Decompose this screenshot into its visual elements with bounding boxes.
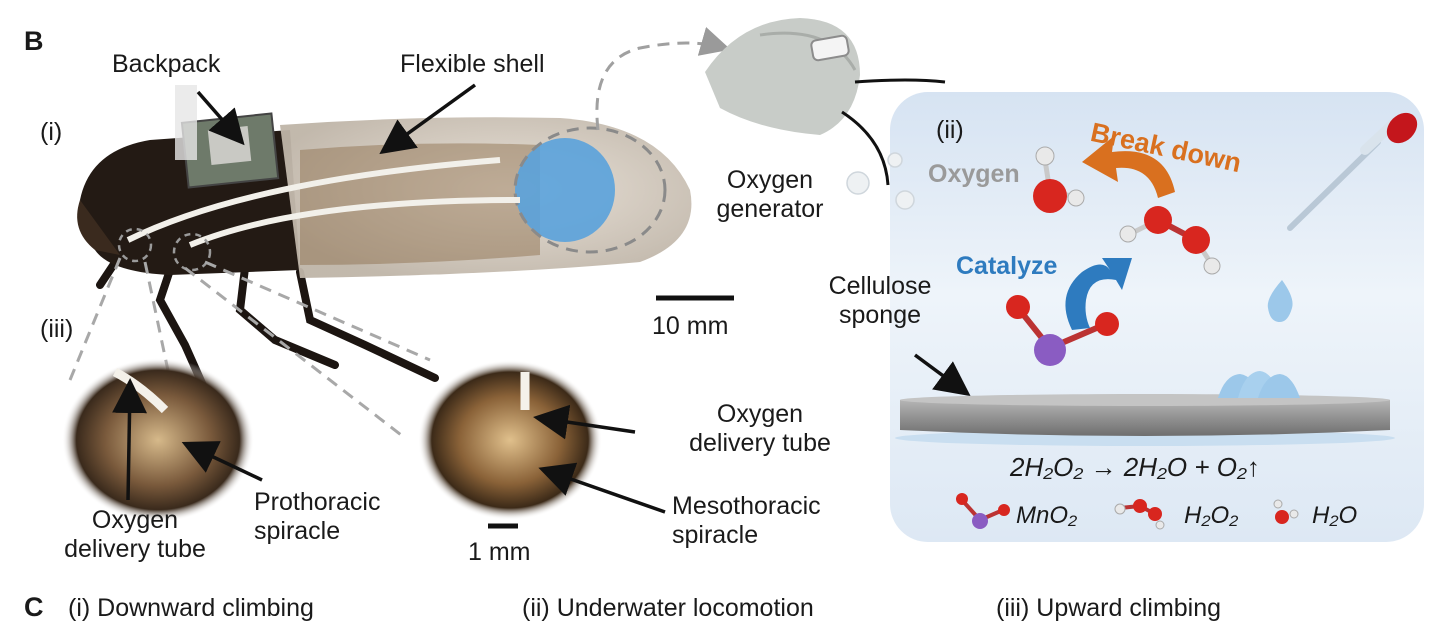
label-oxygen-delivery-tube-left: Oxygen delivery tube (50, 506, 220, 564)
legend-h2o2-icon (1114, 499, 1165, 530)
label-roman-ii: (ii) (936, 116, 964, 144)
label-prothoracic-spiracle: Prothoracic spiracle (254, 488, 380, 546)
label-oxygen-generator-line1: Oxygen (726, 166, 814, 194)
label-odt-left-line2: delivery tube (64, 535, 206, 563)
closeup-mesothoracic-photo (418, 360, 602, 520)
reaction-equation: 2H₂O₂ → 2H₂O + O₂↑ (1010, 452, 1260, 482)
panel-letter-b: B (24, 26, 44, 56)
caption-upward-climbing: (iii) Upward climbing (996, 594, 1222, 622)
pointer-arrows (112, 83, 971, 514)
cellulose-sponge (895, 371, 1395, 446)
pipette-icon (1287, 112, 1418, 231)
h2o2-molecule (1119, 206, 1221, 275)
label-backpack: Backpack (112, 50, 221, 78)
closeup-prothoracic-photo (62, 358, 254, 522)
legend-mno2-label: MnO₂ (1016, 502, 1078, 529)
label-catalyze: Catalyze (956, 252, 1058, 280)
label-cellulose-line1: Cellulose (828, 272, 932, 300)
label-odt-right-line2: delivery tube (689, 429, 831, 457)
legend-mno2-icon (956, 493, 1010, 529)
water-drop-icon (1267, 280, 1293, 322)
label-mesothoracic-line1: Mesothoracic (672, 492, 821, 520)
label-roman-iii: (iii) (40, 315, 74, 343)
label-roman-i: (i) (40, 118, 63, 146)
label-prothoracic-line1: Prothoracic (254, 488, 381, 516)
label-scale-1mm: 1 mm (468, 538, 531, 566)
label-mesothoracic-line2: spiracle (672, 521, 759, 549)
generator-zoom-arrow (595, 26, 731, 131)
legend-h2o2-label: H₂O₂ (1184, 502, 1239, 529)
panel-letter-c: C (24, 592, 44, 622)
label-scale-10mm: 10 mm (652, 312, 729, 340)
label-flexible-shell: Flexible shell (400, 50, 545, 78)
label-mesothoracic-spiracle: Mesothoracic spiracle (672, 492, 821, 550)
oxygen-molecule (1033, 146, 1085, 213)
label-odt-right-line1: Oxygen (716, 400, 804, 428)
label-cellulose-line2: sponge (838, 301, 922, 329)
label-oxygen: Oxygen (928, 160, 1020, 188)
catalyze-arrow (1065, 258, 1132, 330)
legend-h2o-icon (1273, 499, 1299, 524)
caption-downward-climbing: (i) Downward climbing (68, 594, 314, 622)
break-down-arrow (1082, 136, 1175, 198)
label-oxygen-generator-line2: generator (716, 195, 824, 223)
oxygen-generator-model (705, 18, 860, 135)
label-oxygen-delivery-tube-right: Oxygen delivery tube (680, 400, 840, 458)
label-oxygen-generator: Oxygen generator (700, 166, 840, 224)
legend-h2o-label: H₂O (1312, 502, 1358, 529)
label-prothoracic-line2: spiracle (254, 517, 341, 545)
cockroach-photo (77, 85, 692, 394)
label-odt-left-line1: Oxygen (91, 506, 179, 534)
mno2-molecule (1006, 295, 1119, 366)
caption-underwater-locomotion: (ii) Underwater locomotion (522, 594, 814, 622)
label-cellulose-sponge: Cellulose sponge (800, 272, 960, 330)
